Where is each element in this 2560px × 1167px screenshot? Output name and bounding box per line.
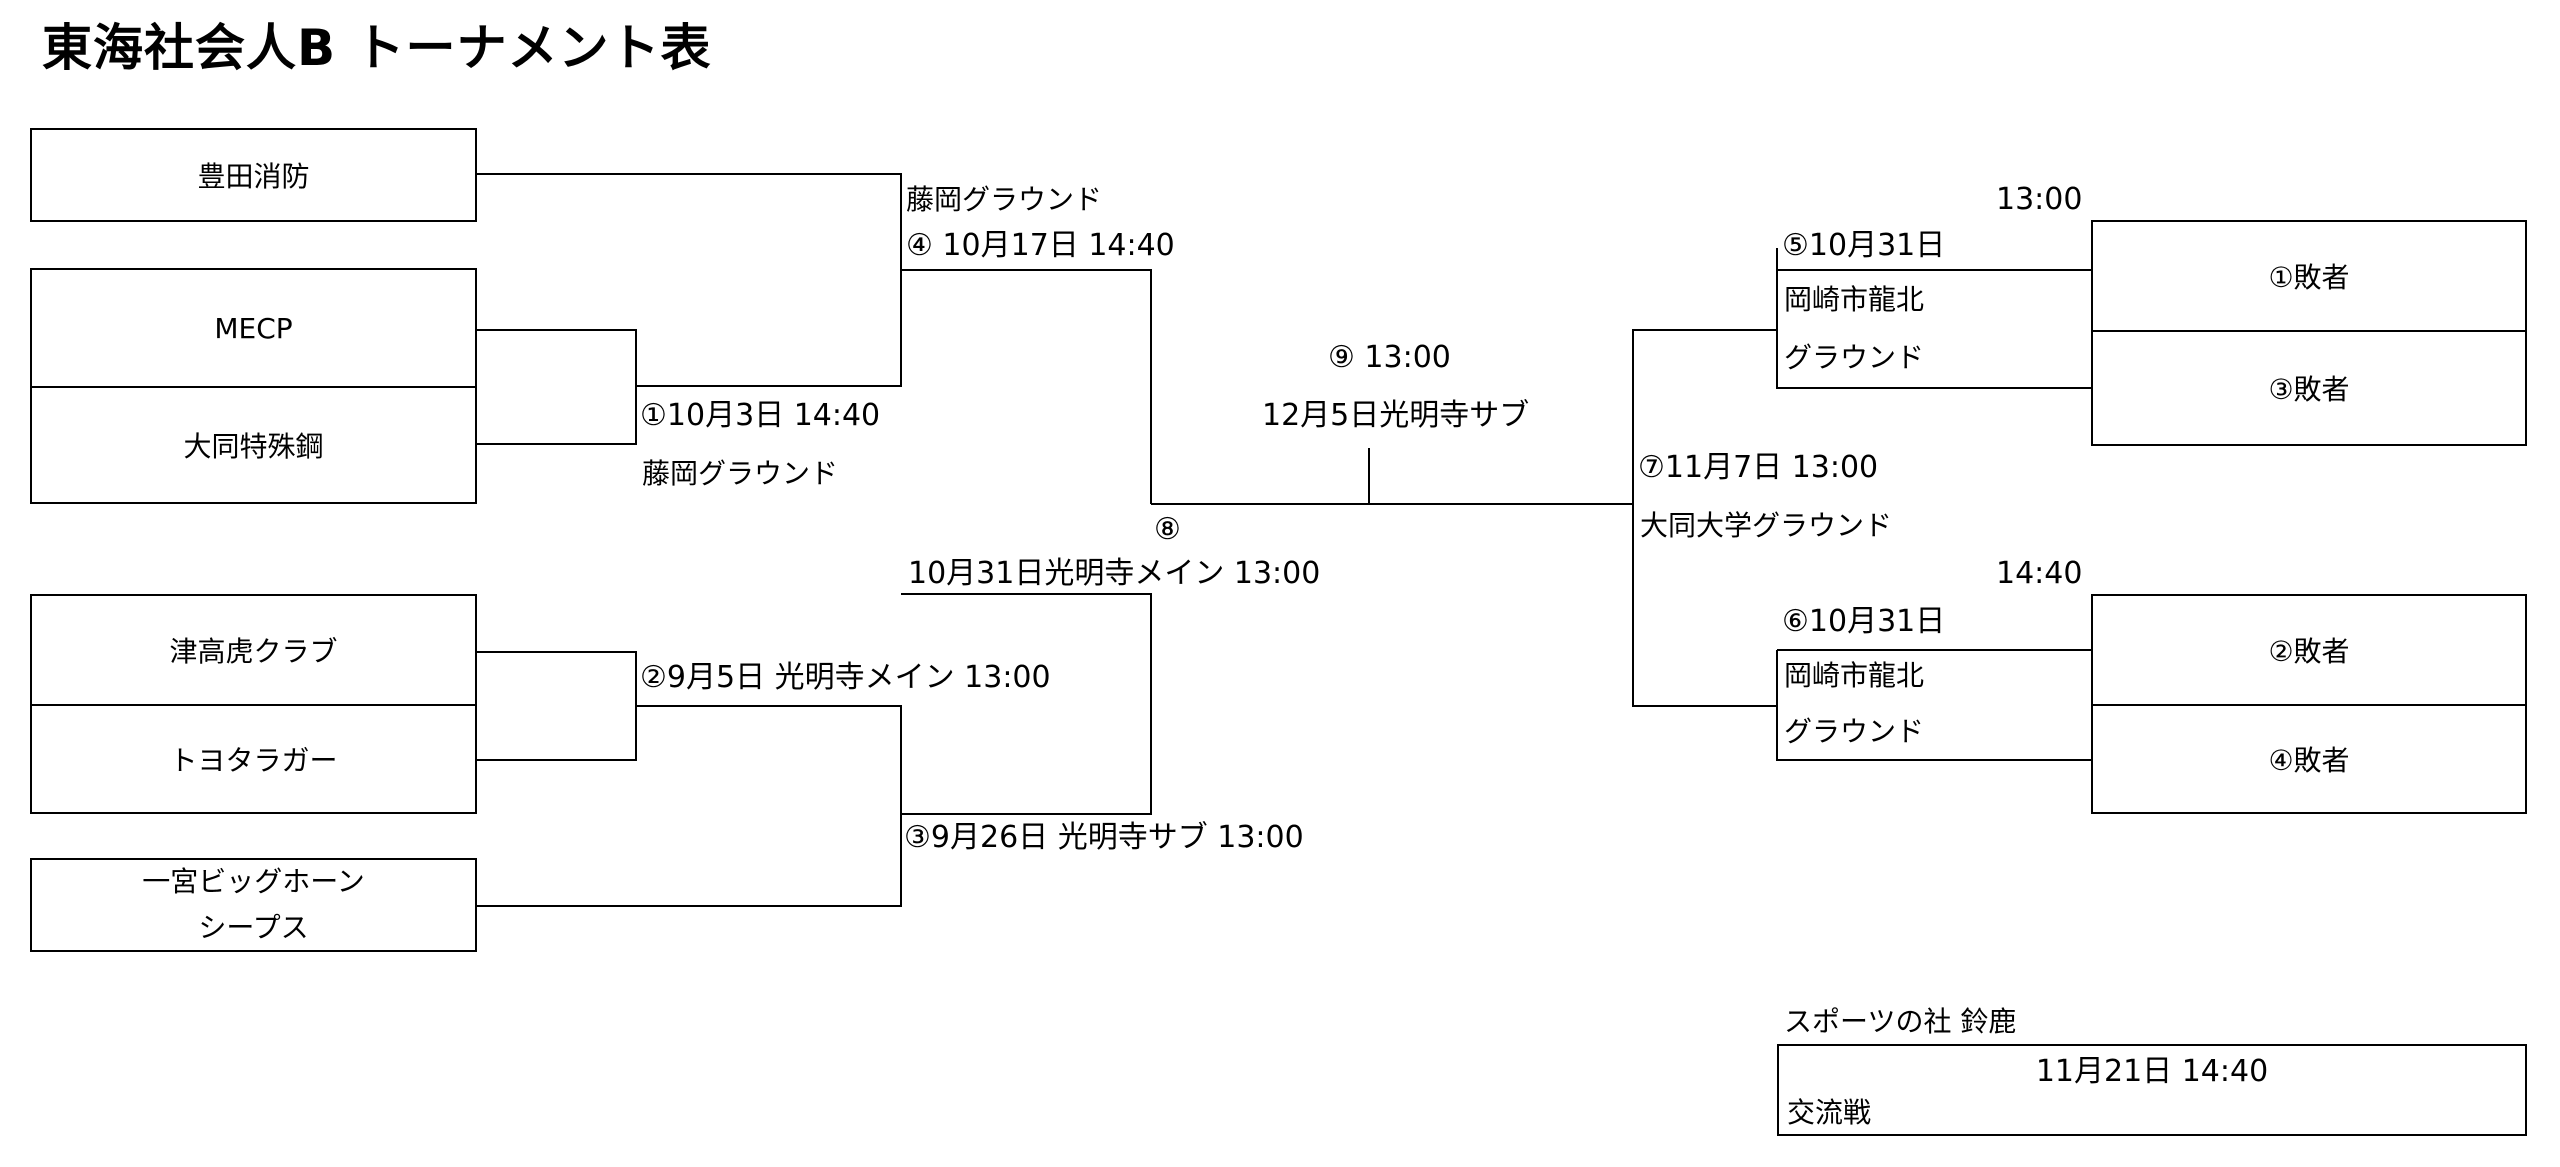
team-name: 津高虎クラブ (169, 635, 338, 668)
bracket-line-m5 (1776, 248, 2092, 389)
loser-name: ④敗者 (2093, 704, 2525, 812)
match-5-date: ⑤10月31日 (1782, 228, 1946, 263)
team-name: MECP (214, 311, 293, 345)
exchange-box: 11月21日 14:40 交流戦 (1777, 1044, 2527, 1136)
match-2-info: ②9月5日 光明寺メイン 13:00 (640, 660, 1051, 695)
final-time: ⑨ 13:00 (1328, 340, 1451, 375)
exchange-datetime: 11月21日 14:40 (2035, 1054, 2269, 1089)
loser-name: ②敗者 (2268, 635, 2350, 668)
page-title: 東海社会人B トーナメント表 (42, 19, 712, 77)
team-box-toyota-shobo: 豊田消防 (30, 128, 477, 222)
match-5-time: 13:00 (1996, 182, 2083, 217)
team-box-mecp-daido: MECP 大同特殊鋼 (30, 268, 477, 504)
bracket-line-m8-bottom (901, 593, 1152, 815)
loser-name: ①敗者 (2268, 261, 2350, 294)
match-5-venue-line1: 岡崎市龍北 (1784, 283, 1925, 316)
team-name: 大同特殊鋼 (32, 386, 475, 502)
match-6-time: 14:40 (1996, 556, 2083, 591)
match-4-venue: 藤岡グラウンド (906, 183, 1103, 216)
match-7-venue: 大同大学グラウンド (1640, 509, 1893, 542)
match-1-venue: 藤岡グラウンド (642, 457, 839, 490)
bracket-line-m3 (476, 705, 902, 907)
bracket-line-m7 (1632, 329, 1777, 707)
team-name: 豊田消防 (197, 160, 310, 193)
match-5-venue-line2: グラウンド (1784, 341, 1925, 374)
match-3-info: ③9月26日 光明寺サブ 13:00 (904, 820, 1304, 855)
team-name: トヨタラガー (32, 704, 475, 812)
loser-box-2-4: ②敗者 ④敗者 (2091, 594, 2527, 814)
team-box-tsu-toyota: 津高虎クラブ トヨタラガー (30, 594, 477, 814)
loser-name: ③敗者 (2093, 330, 2525, 444)
match-6-venue-line2: グラウンド (1784, 715, 1925, 748)
match-6-venue-line1: 岡崎市龍北 (1784, 659, 1925, 692)
match-8-info: 10月31日光明寺メイン 13:00 (908, 556, 1321, 591)
match-6-date: ⑥10月31日 (1782, 604, 1946, 639)
team-name-line2: シープス (198, 911, 309, 944)
exchange-venue: スポーツの社 鈴鹿 (1784, 1005, 2017, 1038)
team-box-ichinomiya: 一宮ビッグホーン シープス (30, 858, 477, 952)
team-name-line1: 一宮ビッグホーン (142, 865, 365, 898)
loser-box-1-3: ①敗者 ③敗者 (2091, 220, 2527, 446)
bracket-line-m6 (1776, 650, 2092, 761)
bracket-line-m1 (476, 329, 637, 445)
final-venue: 12月5日光明寺サブ (1262, 398, 1530, 433)
match-7-datetime: ⑦11月7日 13:00 (1638, 450, 1879, 485)
match-4-datetime: ④ 10月17日 14:40 (906, 228, 1175, 263)
exchange-label: 交流戦 (1787, 1096, 1872, 1129)
match-8-number: ⑧ (1154, 512, 1181, 547)
bracket-line-m2 (476, 651, 637, 761)
match-1-datetime: ①10月3日 14:40 (640, 398, 881, 433)
team-name: 一宮ビッグホーン シープス (32, 860, 475, 950)
bracket-line-m8-top (901, 269, 1152, 504)
bracket-line-m4 (476, 173, 902, 387)
